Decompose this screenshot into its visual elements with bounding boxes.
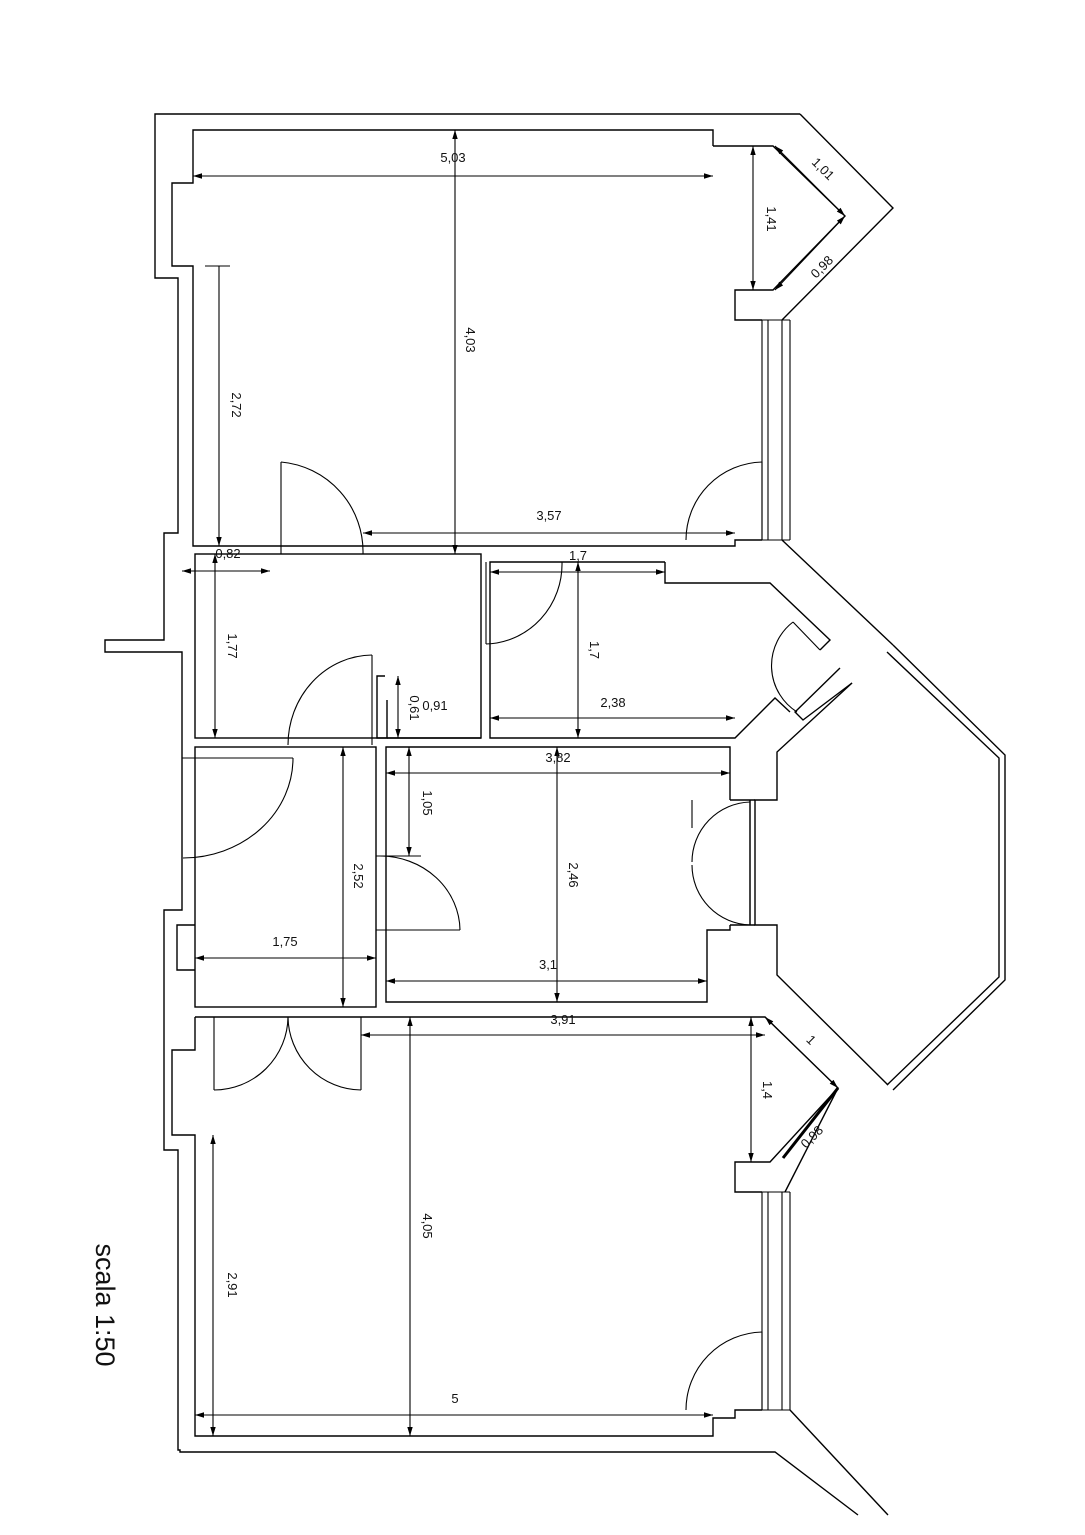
doors: [182, 461, 821, 1411]
hall-room: [194, 553, 482, 739]
center-bay-inside: [754, 682, 889, 1086]
dim-hall-depth: 1,77: [225, 633, 240, 658]
bath-diagonal: [664, 562, 832, 651]
dim-top-room-left-wall: 2,72: [229, 392, 244, 417]
bath-room: [489, 561, 791, 739]
dim-kitchen-bottom: 3,1: [539, 957, 557, 972]
dim-top-bay-upper: 1,01: [809, 155, 838, 184]
top-bay-inner: [713, 145, 846, 321]
door-bath: [485, 561, 563, 645]
inner-wall-top-room: [171, 129, 762, 547]
corridor-room: [194, 746, 377, 1008]
scale-label: scala 1:50: [90, 1243, 120, 1366]
dimension-lines: [182, 130, 846, 1436]
dim-corridor-depth: 2,52: [351, 863, 366, 888]
dim-closet-width: 0,91: [422, 698, 447, 713]
door-bath-window: [771, 621, 821, 713]
diagonal-wall-upper: [781, 539, 894, 646]
corridor-niche: [176, 924, 195, 971]
outer-wall-left: [104, 113, 859, 1516]
closet: [376, 675, 388, 739]
dim-bottom-bay-upper: 1: [803, 1032, 819, 1048]
dim-bottom-room-width: 5: [451, 1391, 458, 1406]
dim-corridor-width: 1,75: [272, 934, 297, 949]
door-top-room: [280, 461, 364, 555]
dim-bath-bottom: 2,38: [600, 695, 625, 710]
dim-top-bay-lower: 0,98: [808, 253, 837, 282]
inner-wall-bottom-room: [195, 1016, 839, 1193]
dim-hall-width: 0,82: [215, 546, 240, 561]
door-kitchen-bay: [691, 800, 751, 926]
dim-top-room-bottom: 3,57: [536, 508, 561, 523]
dim-bath-width: 1,7: [569, 548, 587, 563]
dim-bottom-bay-short: 1,4: [760, 1081, 775, 1099]
dim-top-room-depth: 4,03: [463, 327, 478, 352]
dim-kitchen-entry: 1,05: [420, 790, 435, 815]
door-bottom-room: [213, 1016, 362, 1091]
dim-kitchen-depth: 2,46: [566, 862, 581, 887]
bath-window: [794, 667, 853, 721]
bottom-room-window: [761, 1191, 791, 1411]
dim-closet-depth: 0,61: [407, 695, 422, 720]
dim-bath-depth: 1,7: [587, 641, 602, 659]
dim-kitchen-top: 3,82: [545, 750, 570, 765]
dim-bottom-room-left-wall: 2,91: [225, 1272, 240, 1297]
door-hall: [287, 654, 373, 746]
door-top-balcony: [685, 461, 763, 541]
outer-walls: [104, 113, 1006, 1516]
bottom-room-left: [171, 1017, 762, 1437]
center-bay-inner: [886, 651, 1000, 1086]
dim-top-room-width: 5,03: [440, 150, 465, 165]
door-corridor-left: [182, 757, 294, 859]
interior-walls: [176, 553, 791, 1008]
door-kitchen: [376, 855, 461, 931]
top-room-window: [761, 319, 791, 541]
bottom-exterior-diagonal: [789, 1409, 889, 1516]
dim-bottom-room-top: 3,91: [550, 1012, 575, 1027]
center-bay-outer: [892, 644, 1006, 1091]
dim-bottom-room-depth: 4,05: [420, 1213, 435, 1238]
bottom-bay-outer: [784, 1087, 839, 1193]
door-bottom-balcony: [685, 1331, 763, 1411]
top-bay-outer: [781, 113, 894, 321]
kitchen-room: [385, 746, 731, 1003]
dimension-labels: 5,03 4,03 2,72 3,57 1,41 1,01 0,98 0,82 …: [215, 150, 837, 1406]
dim-top-bay-short: 1,41: [764, 206, 779, 231]
